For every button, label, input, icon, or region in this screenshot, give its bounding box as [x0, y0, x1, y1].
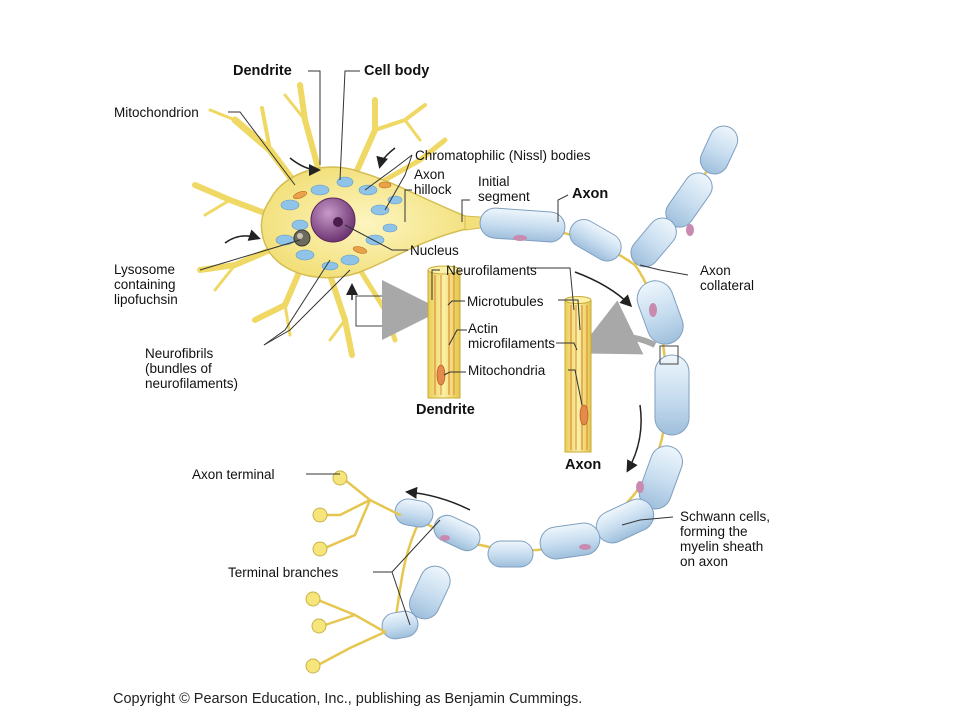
leader-lines: [199, 70, 689, 626]
schwann-nuclei: [440, 224, 694, 550]
label-cell-body: Cell body: [364, 63, 430, 79]
label-schwann-cells: Schwann cells, forming the myelin sheath…: [680, 509, 771, 569]
axon-detail-box: [659, 345, 679, 365]
label-axon: Axon: [572, 186, 609, 202]
label-microtubules: Microtubules: [467, 294, 544, 309]
myelin-sheath-segments: [381, 125, 739, 640]
label-nissl-bodies: Chromatophilic (Nissl) bodies: [415, 148, 591, 163]
label-nucleus: Nucleus: [410, 243, 459, 258]
label-mitochondrion: Mitochondrion: [114, 105, 199, 120]
label-neurofibrils: Neurofibrils (bundles of neurofilaments): [145, 346, 239, 391]
label-axon-hillock: Axon hillock: [414, 167, 452, 197]
label-axon-detail: Axon: [565, 457, 602, 473]
label-actin-microfilaments: Actin microfilaments: [468, 321, 556, 351]
label-mitochondria: Mitochondria: [468, 363, 546, 378]
label-terminal-branches: Terminal branches: [228, 565, 339, 580]
label-axon-terminal: Axon terminal: [192, 467, 275, 482]
soma-mitochondria: [293, 181, 392, 254]
axon-magnified: [564, 296, 592, 453]
copyright-notice: Copyright © Pearson Education, Inc., pub…: [113, 691, 583, 707]
nucleus: [310, 197, 356, 243]
label-lysosome: Lysosome containing lipofuchsin: [114, 262, 178, 307]
label-dendrite-detail: Dendrite: [416, 402, 475, 418]
label-neurofilaments: Neurofilaments: [446, 263, 537, 278]
label-axon-collateral: Axon collateral: [700, 263, 755, 293]
label-dendrite: Dendrite: [233, 63, 292, 79]
dendrite-magnified: [427, 265, 461, 399]
nissl-bodies: [275, 176, 403, 271]
label-initial-segment: Initial segment: [478, 174, 530, 204]
axon-terminal-branches: [316, 478, 402, 667]
